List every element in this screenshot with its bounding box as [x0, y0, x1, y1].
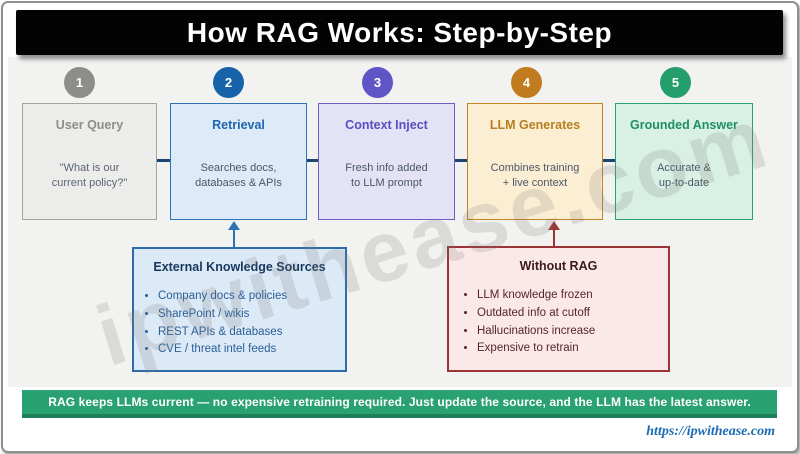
step-number-4: 4 [522, 75, 531, 90]
step-number-badge-2: 2 [213, 67, 244, 98]
step-title: Context Inject [345, 118, 428, 132]
step-body: Combines training + live context [490, 162, 580, 190]
connector-line-2-3 [307, 159, 318, 162]
list-item: Hallucinations increase [477, 323, 668, 341]
list-item: CVE / threat intel feeds [158, 341, 345, 359]
arrow-line [553, 230, 555, 247]
step-number-2: 2 [224, 75, 233, 90]
step-title: Retrieval [212, 118, 265, 132]
connector-line-3-4 [455, 159, 467, 162]
arrow-up-icon [228, 221, 240, 230]
list-item: SharePoint / wikis [158, 306, 345, 324]
footer-link[interactable]: https://ipwithease.com [646, 424, 775, 439]
step-title: LLM Generates [489, 118, 581, 132]
step-number-badge-1: 1 [64, 67, 95, 98]
title-bar: How RAG Works: Step-by-Step [16, 10, 783, 55]
connector-line-1-2 [157, 159, 170, 162]
step-number-5: 5 [671, 75, 680, 90]
connector-line-4-5 [603, 159, 615, 162]
list-item: Outdated info at cutoff [477, 305, 668, 323]
list-item: REST APIs & databases [158, 324, 345, 342]
step-box-context-inject: Context Inject Fresh info added to LLM p… [318, 103, 455, 220]
list-item: Company docs & policies [158, 288, 345, 306]
step-number-1: 1 [75, 75, 84, 90]
step-box-user-query: User Query "What is our current policy?" [22, 103, 157, 220]
arrow-up-icon [548, 221, 560, 230]
list-item: LLM knowledge frozen [477, 287, 668, 305]
step-number-badge-4: 4 [511, 67, 542, 98]
step-title: Grounded Answer [630, 118, 738, 132]
external-knowledge-sources-box: External Knowledge Sources Company docs … [132, 247, 347, 372]
callout-title: External Knowledge Sources [153, 260, 326, 274]
step-number-3: 3 [373, 75, 382, 90]
callout-title: Without RAG [519, 259, 598, 273]
summary-banner: RAG keeps LLMs current — no expensive re… [22, 390, 777, 418]
step-body: Fresh info added to LLM prompt [345, 162, 428, 190]
step-number-badge-3: 3 [362, 67, 393, 98]
step-body: Accurate & up-to-date [657, 162, 711, 190]
knowledge-sources-list: Company docs & policies SharePoint / wik… [134, 288, 345, 359]
step-body: "What is our current policy?" [51, 162, 128, 190]
without-rag-box: Without RAG LLM knowledge frozen Outdate… [447, 246, 670, 372]
list-item: Expensive to retrain [477, 340, 668, 358]
step-title: User Query [55, 118, 124, 132]
step-number-badge-5: 5 [660, 67, 691, 98]
step-box-grounded-answer: Grounded Answer Accurate & up-to-date [615, 103, 753, 220]
step-box-retrieval: Retrieval Searches docs, databases & API… [170, 103, 307, 220]
summary-banner-text: RAG keeps LLMs current — no expensive re… [48, 395, 751, 409]
without-rag-list: LLM knowledge frozen Outdated info at cu… [449, 287, 668, 358]
step-box-llm-generates: LLM Generates Combines training + live c… [467, 103, 603, 220]
page-title: How RAG Works: Step-by-Step [186, 16, 613, 48]
step-body: Searches docs, databases & APIs [195, 162, 282, 190]
arrow-line [233, 230, 235, 247]
